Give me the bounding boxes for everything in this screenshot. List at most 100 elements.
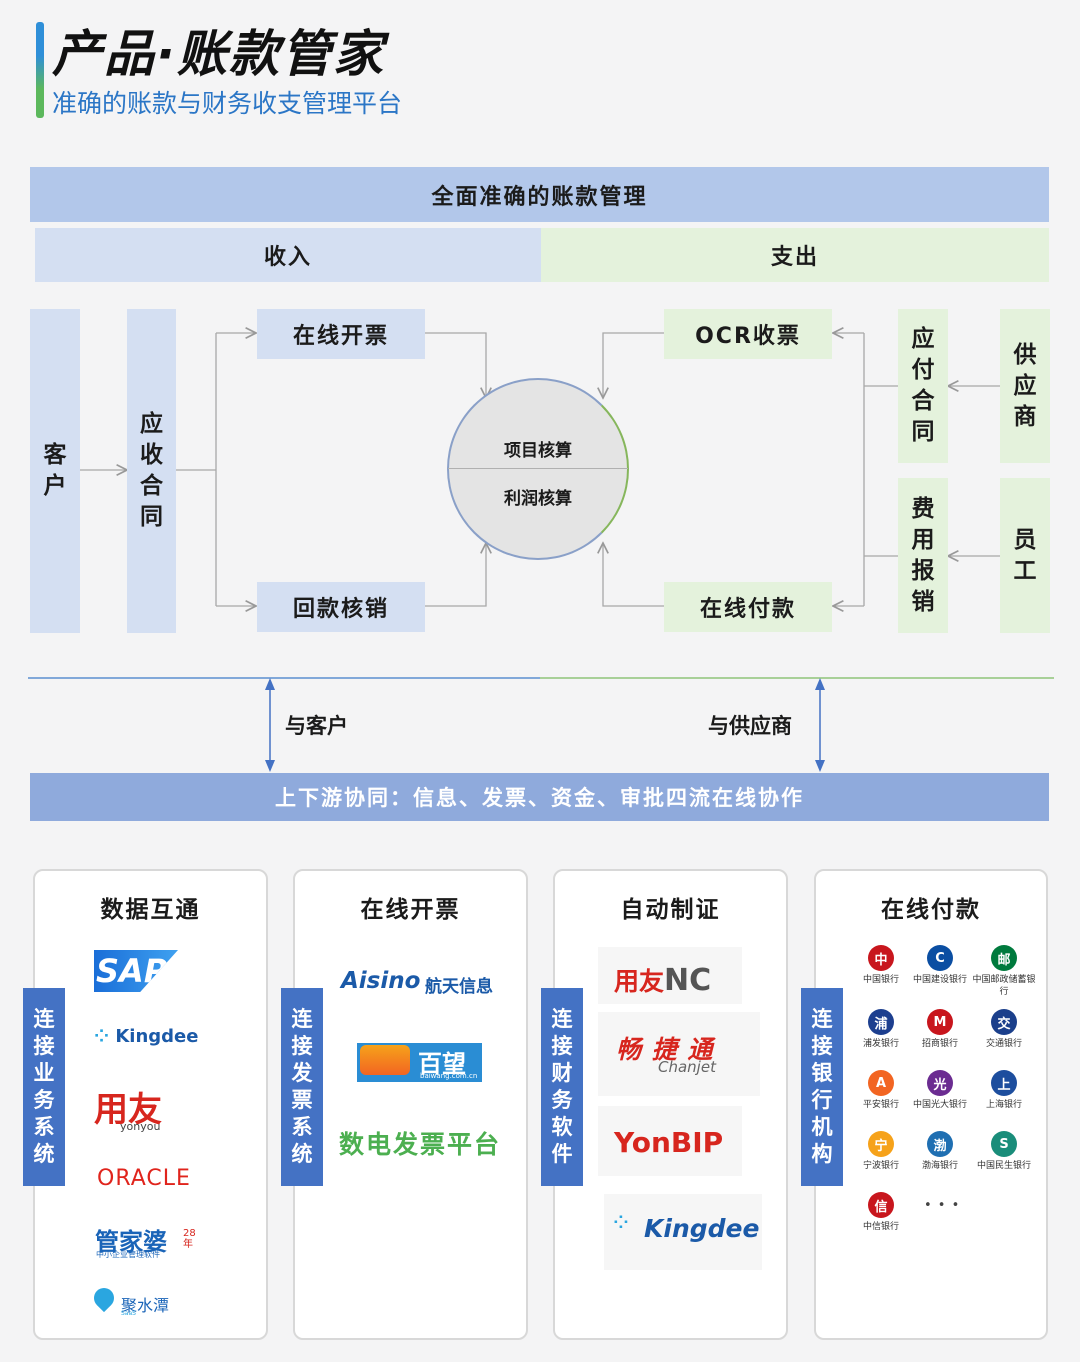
kingdee-logo-text: Kingdee [115, 1026, 199, 1047]
with-supplier-label: 与供应商 [708, 714, 792, 738]
baiwang-url: baiwang.com.cn [420, 1072, 478, 1080]
accounting-circle [447, 378, 629, 560]
receivable-char: 应 [140, 411, 163, 437]
bank-item: 信中信银行 [848, 1192, 914, 1233]
bank-item: 浦浦发银行 [848, 1009, 914, 1050]
tag-char: 统 [33, 1142, 55, 1166]
bank-logo-icon: 渤 [927, 1131, 953, 1157]
online-payment-title: 在线付款 [881, 897, 981, 923]
bank-name: 渤海银行 [921, 1161, 958, 1171]
tag-char: 接 [291, 1034, 313, 1058]
expense-header: 支出 [541, 228, 1049, 282]
chanjet-logo: 畅 捷 通 [616, 1035, 714, 1064]
supplier-char: 供 [1013, 341, 1037, 368]
yonyou-logo: 用友 [94, 1090, 162, 1130]
yonyou-logo-sub: yonyou [120, 1120, 161, 1133]
bank-name: 招商银行 [921, 1039, 958, 1049]
bank-name: 中国光大银行 [912, 1100, 967, 1110]
aisino-cn-logo: 航天信息 [425, 977, 493, 997]
profit-accounting-label: 利润核算 [504, 489, 572, 509]
bank-logo-icon: A [868, 1070, 894, 1096]
bank-logo-icon: S [991, 1131, 1017, 1157]
kingdee-logo: ⁘ Kingdee [94, 1026, 199, 1047]
tag-char: 连 [291, 1007, 313, 1031]
chanjet-box [598, 1012, 760, 1096]
tag-char: 发 [291, 1061, 313, 1085]
receivable-char: 合 [140, 473, 163, 499]
finance-software-tag: 连 接 财 务 软 件 [541, 988, 583, 1186]
tag-char: 机 [811, 1115, 833, 1139]
bank-name: 浦发银行 [862, 1039, 899, 1049]
bank-logo-icon: 浦 [868, 1009, 894, 1035]
tag-char: 件 [551, 1142, 573, 1166]
bank-item: 交交通银行 [971, 1009, 1037, 1050]
kingdee-voucher-icon: ⁘ [610, 1208, 632, 1238]
tag-char: 行 [811, 1088, 833, 1112]
top-banner: 全面准确的账款管理 [30, 167, 1049, 222]
kingdee-voucher-logo: Kingdee [644, 1214, 760, 1243]
title-accent-bar [36, 22, 44, 118]
tag-char: 财 [551, 1061, 573, 1085]
bank-logo-icon: 宁 [868, 1131, 894, 1157]
baiwang-icon [360, 1045, 410, 1075]
tag-char: 系 [33, 1115, 55, 1139]
tag-char: 业 [33, 1061, 55, 1085]
bank-item: 上上海银行 [971, 1070, 1037, 1111]
income-header: 收入 [35, 228, 541, 282]
tag-char: 接 [811, 1034, 833, 1058]
bank-logo-icon: 上 [991, 1070, 1017, 1096]
online-invoicing-title: 在线开票 [360, 897, 461, 923]
online-invoicing-card [293, 869, 528, 1340]
baiwang-logo: 百望 [418, 1050, 466, 1078]
tag-char: 务 [551, 1088, 573, 1112]
tag-char: 连 [33, 1007, 55, 1031]
aisino-logo: Aisino [341, 968, 421, 994]
tag-char: 系 [291, 1115, 313, 1139]
employee-char: 工 [1013, 557, 1037, 584]
employee-box: 员 工 [1000, 478, 1050, 633]
yonyou-nc-en: NC [664, 963, 712, 998]
bank-name: 交通银行 [985, 1039, 1022, 1049]
tag-char: 务 [33, 1088, 55, 1112]
oracle-logo: ORACLE [97, 1166, 191, 1191]
bank-name: 中国银行 [862, 975, 899, 985]
payable-char: 同 [911, 419, 935, 445]
chanjet-logo-sub: Chanjet [658, 1058, 716, 1076]
reimbursement-char: 报 [911, 557, 935, 584]
tag-char: 构 [811, 1142, 833, 1166]
tag-char: 票 [291, 1088, 313, 1112]
bank-name: 上海银行 [985, 1100, 1022, 1110]
payable-char: 付 [911, 357, 935, 383]
years-unit: 年 [183, 1239, 193, 1250]
customer-char: 户 [43, 473, 67, 499]
payable-char: 应 [911, 326, 935, 352]
bank-logo-icon: 邮 [991, 945, 1017, 971]
yonbip-logo: YonBIP [614, 1126, 724, 1159]
yonyou-nc-cn: 用友 [614, 967, 665, 996]
invoice-system-tag: 连 接 发 票 系 统 [281, 988, 323, 1186]
bank-logo-icon: 中 [868, 945, 894, 971]
bank-logo-icon: 信 [868, 1192, 894, 1218]
bank-logo-icon: C [927, 945, 953, 971]
tag-char: 连 [551, 1007, 573, 1031]
bank-name: 中国建设银行 [912, 975, 967, 985]
tag-char: 接 [33, 1034, 55, 1058]
circle-divider [448, 468, 628, 469]
tag-char: 接 [551, 1034, 573, 1058]
bank-item: 宁宁波银行 [848, 1131, 914, 1172]
business-system-tag: 连 接 业 务 系 统 [23, 988, 65, 1186]
collection-writeoff-box: 回款核销 [257, 582, 425, 632]
supplier-char: 商 [1013, 403, 1037, 430]
online-payment-box: 在线付款 [664, 582, 832, 632]
years-number: 28 [183, 1228, 196, 1239]
yonyou-nc-box [598, 947, 742, 1004]
data-interop-card [33, 869, 268, 1340]
bank-institution-tag: 连 接 银 行 机 构 [801, 988, 843, 1186]
project-accounting-label: 项目核算 [504, 441, 572, 461]
data-interop-title: 数据互通 [100, 897, 201, 923]
bank-logo-icon: 交 [991, 1009, 1017, 1035]
auto-voucher-title: 自动制证 [620, 897, 721, 923]
kingdee-voucher-box [604, 1194, 762, 1270]
